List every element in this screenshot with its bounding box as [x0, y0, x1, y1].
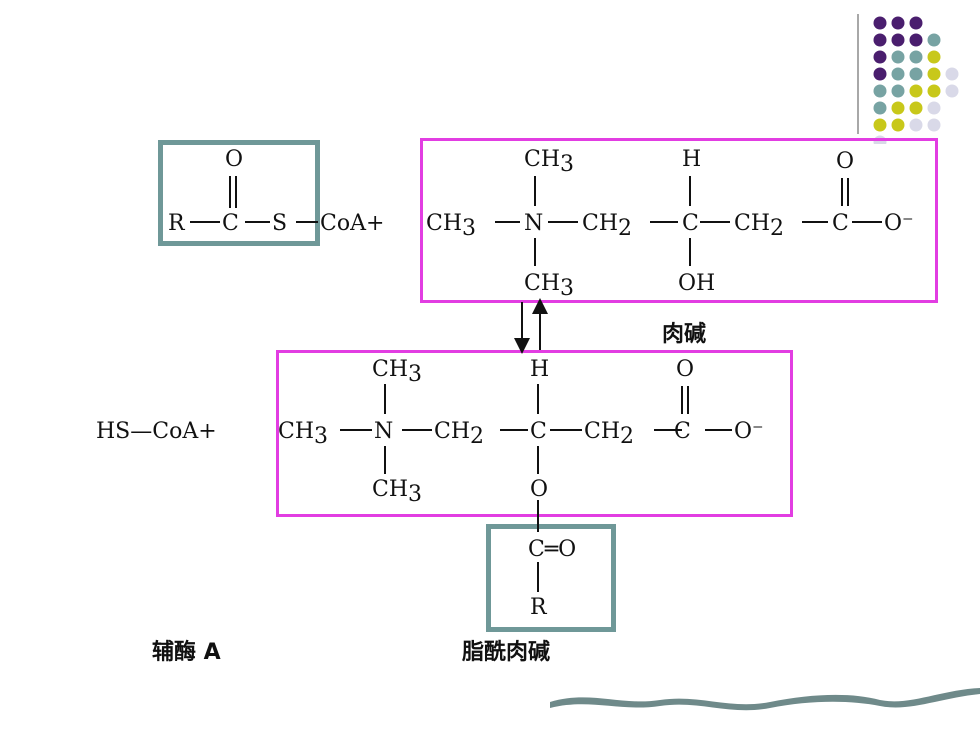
decorative-dot	[945, 84, 959, 98]
ch2-b-top: CH2	[734, 211, 784, 241]
decorative-dot	[891, 33, 905, 47]
nitrogen-bottom: N	[374, 419, 393, 444]
decorative-wave-ribbon	[550, 688, 980, 711]
decorative-dot	[891, 67, 905, 81]
label-acyl-carnitine: 脂酰肉碱	[462, 640, 551, 665]
acyl-carbon: C	[222, 211, 239, 236]
carbonyl-o-bottom: O	[676, 357, 694, 382]
decorative-dot	[909, 118, 923, 132]
r-group-bottom: R	[530, 595, 548, 620]
decorative-dot	[909, 16, 923, 30]
decorative-dot	[927, 50, 941, 64]
ch3-lower-top: CH3	[524, 271, 574, 301]
decorative-dot	[891, 118, 905, 132]
decorative-dot	[927, 118, 941, 132]
label-coenzyme-a: 辅酶 A	[152, 640, 221, 665]
coa-plus: CoA+	[320, 211, 384, 236]
decorative-dot	[891, 84, 905, 98]
decorative-dot	[927, 67, 941, 81]
o-minus-bottom: O⁻	[734, 419, 764, 444]
h-atom-top: H	[682, 147, 701, 172]
decorative-dot	[909, 84, 923, 98]
decorative-dot	[873, 67, 887, 81]
ch3-lower-bottom: CH3	[372, 477, 422, 507]
acyl-c-double-o: C═O	[528, 537, 576, 562]
decorative-dot	[873, 84, 887, 98]
ch3-upper-top: CH3	[524, 147, 574, 177]
hydroxyl-top: OH	[678, 271, 715, 296]
ch2-b-bottom: CH2	[584, 419, 634, 449]
decorative-dot	[873, 118, 887, 132]
decorative-dot	[909, 101, 923, 115]
h-atom-bottom: H	[530, 357, 549, 382]
decorative-dot	[891, 50, 905, 64]
ester-oxygen: O	[530, 477, 548, 502]
chiral-carbon-bottom: C	[530, 419, 547, 444]
decorative-dot	[909, 50, 923, 64]
sulfur-atom: S	[272, 211, 287, 236]
decorative-dot	[891, 16, 905, 30]
decorative-dot	[873, 101, 887, 115]
decorative-dot	[945, 67, 959, 81]
decorative-dot	[873, 16, 887, 30]
acylcarnitine-box	[276, 350, 793, 517]
decorative-dot	[927, 101, 941, 115]
carnitine-box-top	[420, 138, 938, 303]
decorative-dot	[909, 33, 923, 47]
ch3-upper-bottom: CH3	[372, 357, 422, 387]
carbonyl-o-top: O	[836, 149, 854, 174]
acyl-group-box-bottom	[486, 524, 616, 632]
decorative-vertical-line	[857, 14, 859, 134]
acyl-carbonyl-o: O	[225, 147, 243, 172]
r-group-top: R	[168, 211, 186, 236]
carboxyl-carbon-bottom: C	[674, 419, 691, 444]
nitrogen-top: N	[524, 211, 543, 236]
decorative-dot	[927, 84, 941, 98]
chiral-carbon-top: C	[682, 211, 699, 236]
decorative-dot-grid	[873, 16, 959, 144]
decorative-dot	[909, 67, 923, 81]
label-carnitine: 肉碱	[662, 322, 707, 347]
ch3-left-bottom: CH3	[278, 419, 328, 449]
hs-coa-plus: HS—CoA+	[96, 419, 217, 444]
ch3-left-top: CH3	[426, 211, 476, 241]
carboxyl-carbon-top: C	[832, 211, 849, 236]
decorative-dot	[927, 33, 941, 47]
decorative-dot	[873, 50, 887, 64]
o-minus-top: O⁻	[884, 211, 914, 236]
ch2-a-bottom: CH2	[434, 419, 484, 449]
decorative-dot	[873, 33, 887, 47]
ch2-a-top: CH2	[582, 211, 632, 241]
decorative-dot	[891, 101, 905, 115]
acyl-group-box-top	[158, 140, 320, 246]
